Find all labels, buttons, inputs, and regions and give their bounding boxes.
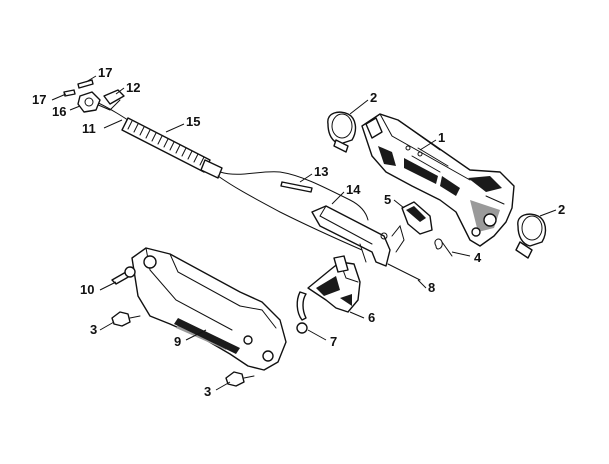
clamp-part-2a xyxy=(327,111,357,153)
handle-housing-part-1 xyxy=(361,113,515,247)
throttle-cable-part-15 xyxy=(91,99,369,251)
callout-14: 14 xyxy=(346,182,361,197)
nut-part-16 xyxy=(77,91,101,113)
callout-10: 10 xyxy=(80,282,94,297)
trigger-part-5 xyxy=(401,201,433,235)
callout-17a: 17 xyxy=(98,65,112,80)
pin-part-8 xyxy=(387,263,421,281)
callout-3b: 3 xyxy=(204,384,211,399)
grip-handle-part-9 xyxy=(131,247,287,371)
callout-11: 11 xyxy=(82,121,96,136)
callout-13: 13 xyxy=(314,164,328,179)
callout-2b: 2 xyxy=(558,202,565,217)
screw-part-3b xyxy=(225,371,255,387)
pin-part-17a xyxy=(77,79,94,89)
rod-part-13 xyxy=(280,181,313,193)
callout-1: 1 xyxy=(438,130,445,145)
callout-2a: 2 xyxy=(370,90,377,105)
switch-rail-part-14 xyxy=(311,205,405,267)
callout-9: 9 xyxy=(174,334,181,349)
callout-6: 6 xyxy=(368,310,375,325)
trigger-housing-part-6 xyxy=(307,255,361,313)
callout-5: 5 xyxy=(384,192,391,207)
clamp-part-2b xyxy=(515,213,547,259)
callout-labels: 17 17 12 16 11 15 13 14 2 1 5 2 4 8 10 6… xyxy=(32,65,565,399)
callout-16: 16 xyxy=(52,104,66,119)
cable-end-part-12 xyxy=(103,89,125,105)
pin-part-17b xyxy=(63,89,76,97)
callout-7: 7 xyxy=(330,334,337,349)
callout-8: 8 xyxy=(428,280,435,295)
lever-part-7 xyxy=(296,291,308,334)
callout-15: 15 xyxy=(186,114,200,129)
screw-part-10 xyxy=(111,266,136,285)
callout-12: 12 xyxy=(126,80,140,95)
callout-3a: 3 xyxy=(90,322,97,337)
callout-17b: 17 xyxy=(32,92,46,107)
callout-4: 4 xyxy=(474,250,482,265)
spring-part-4 xyxy=(434,238,453,257)
screw-part-3a xyxy=(111,311,141,327)
leader-lines xyxy=(51,75,557,391)
